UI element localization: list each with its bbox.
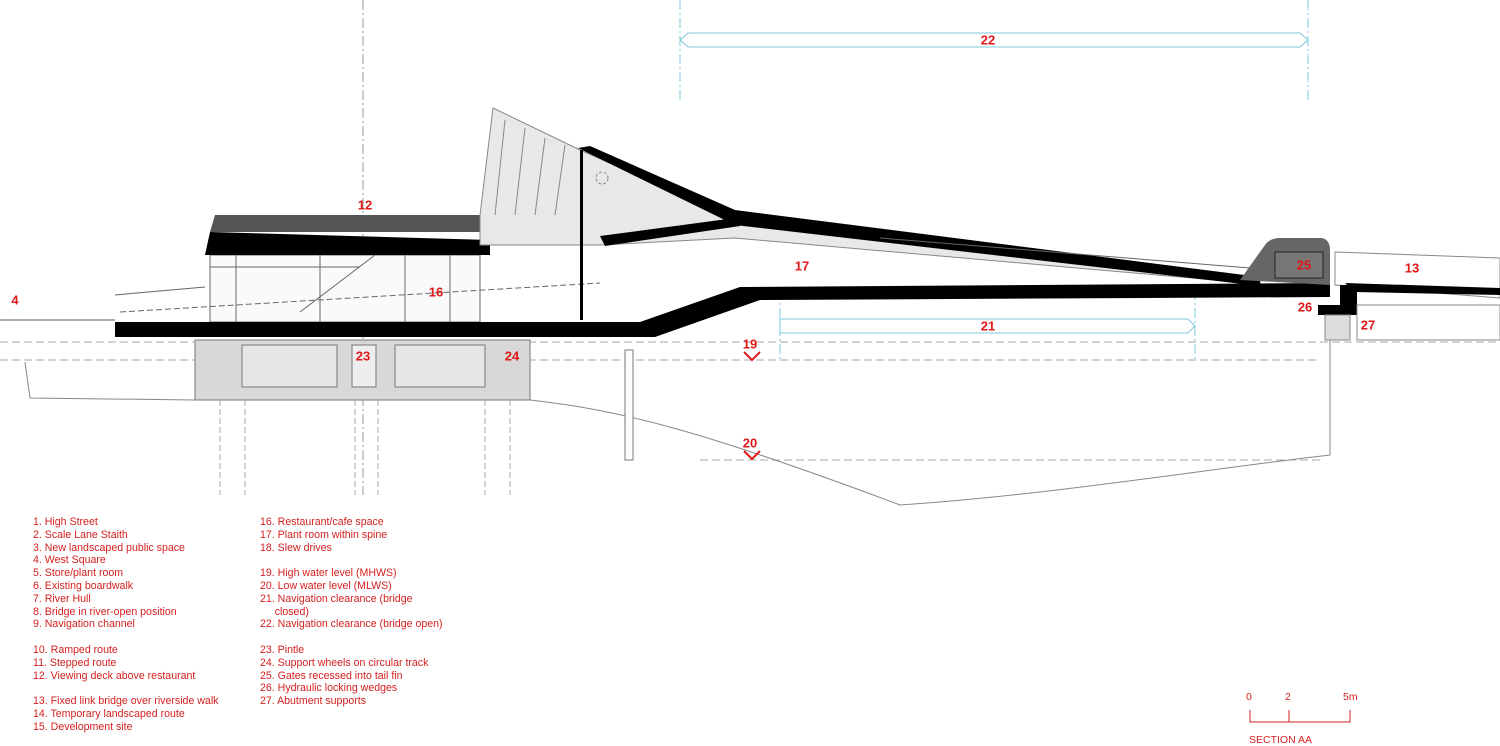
- callout-21: 21: [980, 318, 996, 334]
- dimension-22: [679, 0, 1309, 100]
- legend-item: 14. Temporary landscaped route: [33, 707, 185, 720]
- scale-tick-5m: 5m: [1343, 691, 1358, 703]
- legend-gap: [260, 631, 443, 644]
- callout-16: 16: [428, 284, 444, 300]
- restaurant-box: [119, 254, 601, 323]
- legend-item: 15. Development site: [33, 720, 133, 733]
- callout-13: 13: [1404, 260, 1420, 276]
- spine: [479, 107, 1261, 320]
- scale-bar: [1249, 710, 1351, 723]
- callout-24: 24: [504, 348, 520, 364]
- legend-item: 19. High water level (MHWS): [260, 567, 397, 580]
- legend-gap: [260, 554, 443, 567]
- scale-tick-2: 2: [1285, 691, 1291, 703]
- roof-slab: [205, 232, 490, 255]
- legend-gap: [33, 682, 218, 695]
- callout-19: 19: [742, 336, 758, 352]
- legend-item: 26. Hydraulic locking wedges: [260, 682, 398, 695]
- legend-item: 25. Gates recessed into tail fin: [260, 669, 403, 682]
- abutment-wall: [1356, 304, 1500, 341]
- legend-item: 24. Support wheels on circular track: [260, 656, 429, 669]
- riverbed-outline: [24, 340, 1331, 506]
- gates-recess: [1274, 251, 1324, 279]
- legend-item: 11. Stepped route: [33, 656, 117, 669]
- callout-27: 27: [1360, 317, 1376, 333]
- legend-item: 6. Existing boardwalk: [33, 579, 134, 592]
- legend-item: 8. Bridge in river-open position: [33, 605, 177, 618]
- callout-4: 4: [11, 292, 19, 308]
- legend-item: 9. Navigation channel: [33, 618, 135, 631]
- legend-item: 21. Navigation clearance (bridge: [260, 592, 413, 605]
- abutment: [1318, 285, 1357, 315]
- callout-20: 20: [742, 435, 758, 451]
- legend-item: 23. Pintle: [260, 643, 305, 656]
- low-water-marker-icon: [743, 450, 761, 461]
- legend-item: 13. Fixed link bridge over riverside wal…: [33, 695, 219, 708]
- callout-25: 25: [1296, 257, 1312, 273]
- legend-item: 20. Low water level (MLWS): [260, 579, 392, 592]
- legend-item: 16. Restaurant/cafe space: [260, 516, 384, 528]
- legend-item: 12. Viewing deck above restaurant: [33, 669, 196, 682]
- main-deck: [115, 283, 1330, 337]
- callout-26: 26: [1297, 299, 1313, 315]
- section-title: SECTION AA: [1249, 734, 1313, 746]
- legend-gap: [33, 631, 218, 644]
- high-water-marker-icon: [743, 351, 761, 362]
- scale-tick-0: 0: [1246, 691, 1252, 703]
- legend-item: 3. New landscaped public space: [33, 541, 185, 554]
- legend-item: 5. Store/plant room: [33, 567, 124, 580]
- legend-item: 2. Scale Lane Staith: [33, 528, 128, 541]
- legend-item: 17. Plant room within spine: [260, 528, 388, 541]
- pintle-foundation: [194, 339, 634, 495]
- legend-item: 22. Navigation clearance (bridge open): [260, 618, 443, 631]
- callout-22: 22: [980, 32, 996, 48]
- legend-item: 4. West Square: [33, 554, 106, 567]
- legend-item: 7. River Hull: [33, 592, 91, 605]
- legend-item: 1. High Street: [33, 516, 98, 528]
- callout-17: 17: [794, 258, 810, 274]
- legend-item: closed): [260, 605, 309, 618]
- abutment-support: [1324, 314, 1351, 341]
- callout-23: 23: [355, 348, 371, 364]
- callout-12: 12: [357, 197, 373, 213]
- legend-item: 27. Abutment supports: [260, 695, 367, 708]
- handrail: [114, 286, 206, 296]
- legend-item: 18. Slew drives: [260, 541, 332, 554]
- fixed-link-deck: [1345, 283, 1500, 295]
- viewing-deck: [210, 215, 480, 232]
- legend-item: 10. Ramped route: [33, 643, 118, 656]
- dimension-21: [779, 290, 1196, 360]
- bridge-handrail: [879, 237, 1251, 269]
